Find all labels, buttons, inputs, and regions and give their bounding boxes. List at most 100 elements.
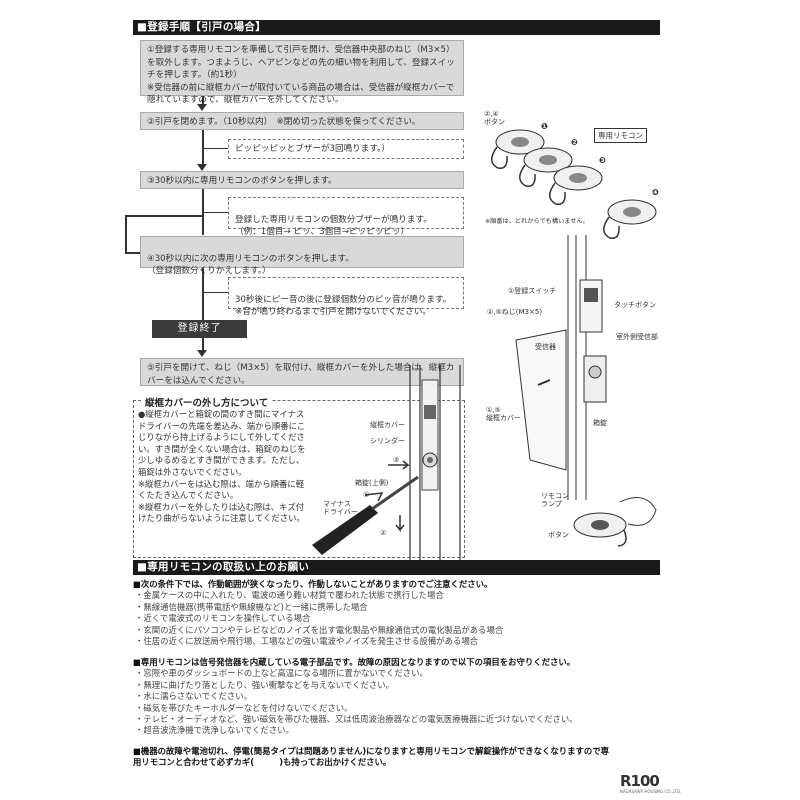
touch-button-shape <box>584 288 598 302</box>
step-4-text: ④30秒以内に次の専用リモコンのボタンを押します。 （登録個数分くりかえします。… <box>147 253 354 277</box>
remote-in-hand <box>573 497 657 547</box>
removal-arrow <box>537 379 551 386</box>
cover-panel <box>515 329 567 471</box>
list-item: ・住居の近くに放送局や飛行場、工場などの強い電波やノイズを発生させる設備がある場… <box>135 636 479 647</box>
list-item: ・水に濡らさないでください。 <box>135 691 252 702</box>
section-3-heading: ■機器の故障や電池切れ、停電(簡易タイプは問題ありません)になりますと専用リモコ… <box>133 746 610 768</box>
result-3-text: 30秒後にピー音の後に登録個数分のピッ音が鳴ります。 ※音が鳴り終わるまで引戸を… <box>235 294 452 318</box>
label-cover: 縦框カバー <box>370 421 405 429</box>
remote-3 <box>549 165 603 205</box>
loop-line <box>125 215 203 217</box>
arrow-2-shape <box>395 515 405 533</box>
cautions-heading: ■専用リモコンの取扱い上のお願い <box>133 560 660 575</box>
step-3: ③30秒以内に専用リモコンのボタンを押します。 <box>140 171 464 189</box>
label-screw: ①,⑤ねじ(M3×5) <box>487 308 543 316</box>
flow-arrow <box>197 164 207 171</box>
result-2-text: 登録した専用リモコンの個数分ブザーが鳴ります。 （例：1個目→ ピッ、3個目→ピ… <box>235 214 432 238</box>
list-item: ・無理に曲げたり落としたり、強い衝撃などを与えないでください。 <box>135 679 395 690</box>
brand-logo: R100 <box>620 772 660 790</box>
flow-line <box>202 268 204 320</box>
section-2-heading: ■専用リモコンは信号発信器を内蔵している電子部品です。故障の原因となりますので以… <box>133 657 576 667</box>
list-item: ・無線通信機器(携帯電話や無線機など)と一緒に携帯した場合 <box>135 601 368 612</box>
section-1-heading: ■次の条件下では、作動範囲が狭くなったり、作動しないことがありますのでご注意くだ… <box>133 579 493 589</box>
flow-arrow <box>197 350 207 357</box>
screwdriver-shaft <box>371 475 419 511</box>
label-outdoor-receiver: 室外側受信部 <box>616 333 658 341</box>
step-5-text: ⑤引戸を開けて、ねじ（M3×5）を取付け、縦框カバーを外した場合は、縦框カバーを… <box>147 363 455 386</box>
list-item: ・金属ケースの中に入れたり、電波の通り難い材質で覆われた状態で携行した場合 <box>135 590 444 601</box>
registration-heading: ■登録手順【引戸の場合】 <box>133 20 660 35</box>
label-cover-right: ①,⑤ 縦框カバー <box>486 406 521 422</box>
number-1: ❶ <box>541 122 548 131</box>
step-2: ②引戸を閉めます。（10秒以内） ※閉め切った状態を保ってください。 <box>140 112 464 130</box>
remote-4 <box>603 199 657 239</box>
label-button: ②,④ ボタン <box>484 110 505 126</box>
number-2: ❷ <box>571 138 578 147</box>
list-item: ・近くで電波式のリモコンを操作している場合 <box>135 613 311 624</box>
remote-order-note: ※順番は、どれからでも構いません。 <box>485 218 589 225</box>
label-n1: ① <box>363 491 370 499</box>
cover-plate <box>421 379 439 491</box>
cover-note-title: 縦框カバーの外し方について <box>142 395 272 409</box>
door-remote-diagram <box>491 129 657 547</box>
cover-note-item: ※縦框カバーを外したりは込む際は、キズ付けたり曲がらないように注意してください。 <box>138 501 305 524</box>
loop-line <box>125 215 127 253</box>
label-receiver: 受信器 <box>535 343 556 351</box>
result-3: 30秒後にピー音の後に登録個数分のピッ音が鳴ります。 ※音が鳴り終わるまで引戸を… <box>228 277 464 317</box>
remote-2 <box>519 147 573 187</box>
result-1: ピッピッピッとブザーが3回鳴ります。） <box>228 139 464 159</box>
cautions-section-2: ■専用リモコンは信号発信器を内蔵している電子部品です。故障の原因となりますので以… <box>133 657 653 737</box>
flow-connector <box>202 292 228 293</box>
step-3-text: ③30秒以内に専用リモコンのボタンを押します。 <box>147 176 337 186</box>
label-remote-lamp: リモコン ランプ <box>541 492 569 508</box>
step-4: ④30秒以内に次の専用リモコンのボタンを押します。 （登録個数分くりかえします。… <box>140 236 464 276</box>
cover-note-frame <box>133 400 465 558</box>
receiver-unit <box>579 279 603 333</box>
cover-note-item: ●縦框カバーと箱錠の間のすき間にマイナスドライバーの先端を差込み、端から順番にこ… <box>138 409 306 477</box>
registration-done-badge: 登録終了 <box>152 320 247 338</box>
result-1-text: ピッピッピッとブザーが3回鳴ります。） <box>235 144 390 154</box>
step-1: ①登録する専用リモコンを準備して引戸を開け、受信器中央部のねじ（M3×5）を取外… <box>140 40 464 105</box>
list-item: ・超音波洗浄機で洗浄しないでください。 <box>135 725 294 736</box>
remote-1 <box>491 129 545 169</box>
box-lock-shape <box>583 355 607 403</box>
flow-line <box>202 96 204 106</box>
lock-slot <box>424 405 436 419</box>
cautions-section-1: ■次の条件下では、作動範囲が狭くなったり、作動しないことがありますのでご注意くだ… <box>133 579 653 647</box>
list-item: ・磁気を帯びたキーホルダーなどを付けないでください。 <box>135 702 353 713</box>
flow-arrow <box>197 104 207 111</box>
brand-logo-sub: NAGASAWA HOUSING CO.,LTD. <box>620 789 682 794</box>
cylinder-shape <box>588 365 602 379</box>
label-n2: ② <box>380 529 387 537</box>
cover-removal-illustration <box>312 365 461 565</box>
flow-line <box>202 130 204 168</box>
cautions-section-3: ■機器の故障や電池切れ、停電(簡易タイプは問題ありません)になりますと専用リモコ… <box>133 746 613 769</box>
number-3: ❸ <box>599 156 606 165</box>
screwdriver-handle <box>312 505 378 555</box>
number-4: ❹ <box>652 188 659 197</box>
flow-line <box>202 338 204 352</box>
result-2: 登録した専用リモコンの個数分ブザーが鳴ります。 （例：1個目→ ピッ、3個目→ピ… <box>228 197 464 237</box>
label-cylinder: シリンダー <box>370 437 405 445</box>
step-1-text: ①登録する専用リモコンを準備して引戸を開け、受信器中央部のねじ（M3×5）を取外… <box>147 45 455 80</box>
cylinder-core <box>427 457 433 463</box>
arrow-1-shape <box>364 492 384 502</box>
label-reg-switch: ①登録スイッチ <box>508 287 557 295</box>
arrow-3-shape <box>388 460 411 470</box>
cover-note-body: ●縦框カバーと箱錠の間のすき間にマイナスドライバーの先端を差込み、端から順番にこ… <box>138 409 308 525</box>
cover-note-item: ※縦框カバーをは込む際は、端から順番に軽くたたき込んでください。 <box>138 478 305 501</box>
list-item: ・窓際や車のダッシュボードの上など高温になる場所に置かないでください。 <box>135 668 428 679</box>
label-n3: ③ <box>393 456 400 464</box>
list-item: ・玄関の近くにパソコンやテレビなどのノイズを出す電化製品や無線通信式の電化製品が… <box>135 624 504 635</box>
loop-line <box>125 252 140 254</box>
step-1-note: ※受信器の前に縦框カバーが取付いている商品の場合は、受信器が縦框カバーで隠れてい… <box>147 82 455 106</box>
list-item: ・テレビ・オーディオなど、強い磁気を帯びた機器、又は低周波治療器などの電気医療機… <box>135 714 578 725</box>
flow-connector <box>202 212 228 213</box>
step-2-text: ②引戸を閉めます。（10秒以内） ※閉め切った状態を保ってください。 <box>147 117 421 127</box>
label-driver: マイナス ドライバー <box>323 500 358 516</box>
label-touch-button: タッチボタン <box>614 301 656 309</box>
remote-badge: 専用リモコン <box>594 128 647 143</box>
label-button-bottom: ボタン <box>548 531 569 539</box>
label-box-lock-right: 箱錠 <box>593 419 607 427</box>
flow-connector <box>202 148 228 149</box>
